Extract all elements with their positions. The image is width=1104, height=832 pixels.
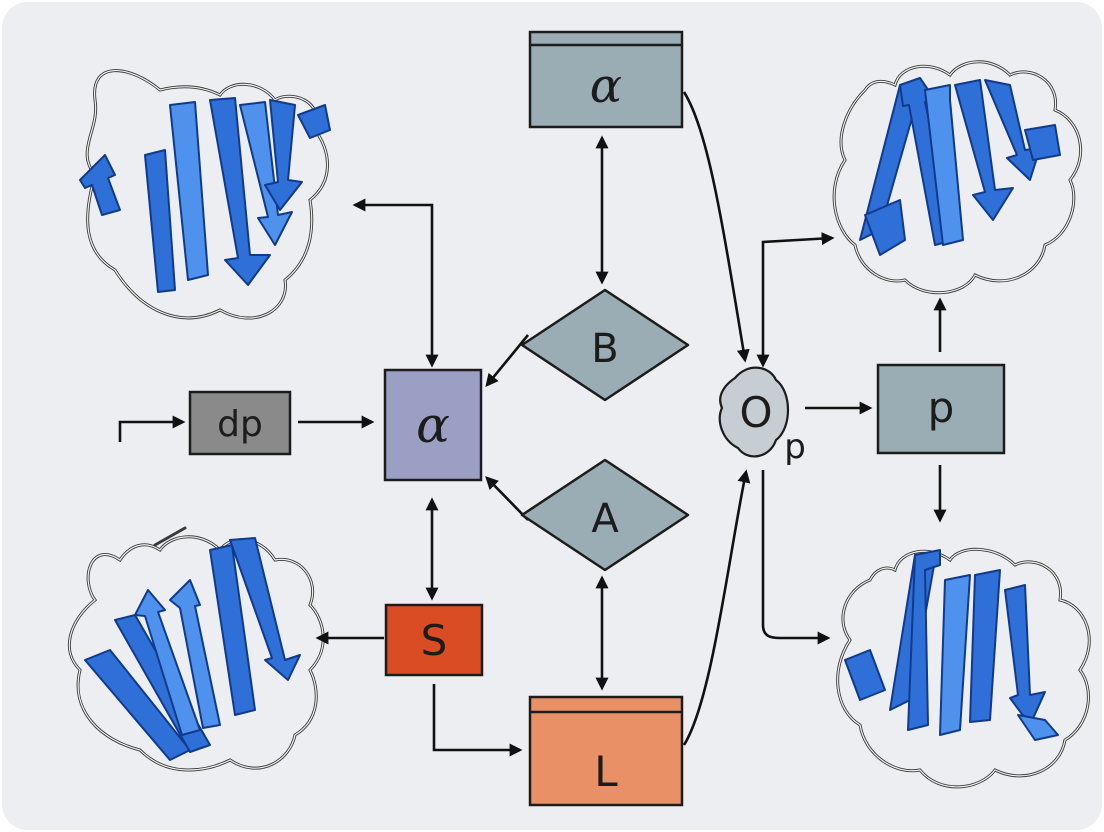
connector-op-protein-top-right <box>756 232 835 368</box>
node-dp: dp <box>188 390 292 456</box>
node-s: S <box>384 603 484 677</box>
connector-op-protein-bottom-right <box>761 470 831 645</box>
node-diamond-a-shape <box>520 458 690 572</box>
connector-s-l <box>432 684 523 757</box>
node-dp-box <box>188 390 292 456</box>
node-p-label: p <box>928 383 955 432</box>
node-diamond-a-label: A <box>591 496 619 542</box>
node-dp-label: dp <box>217 404 263 445</box>
connector-alpha-top-op <box>682 91 750 363</box>
connector-entry-dp <box>118 415 186 442</box>
node-diamond-b: B <box>520 288 690 402</box>
node-s-box <box>384 603 484 677</box>
node-op: O p <box>718 366 806 467</box>
connector-l-op <box>682 469 751 746</box>
node-op-p-label: p <box>784 427 806 467</box>
protein-beta-sheet-icon <box>836 547 1091 789</box>
protein-beta-sheet-icon <box>832 60 1083 295</box>
protein-beta-sheet-icon <box>67 526 325 772</box>
node-alpha-top: α <box>528 30 684 129</box>
node-diamond-a: A <box>520 458 690 572</box>
connector-alpha-to-protein-top-left <box>352 198 439 368</box>
node-l-box <box>528 695 684 807</box>
protein-beta-sheet-icon <box>79 69 331 320</box>
node-alpha-center-label: α <box>416 396 450 454</box>
node-diamond-b-label: B <box>591 326 618 372</box>
node-l: L <box>528 695 684 807</box>
node-diamond-b-shape <box>520 288 690 402</box>
node-p-box <box>876 363 1006 455</box>
node-op-o-label: O <box>739 388 772 437</box>
node-alpha-center-box <box>383 368 483 482</box>
node-p: p <box>876 363 1006 455</box>
connector-b-alpha <box>485 334 530 388</box>
node-alpha-top-box <box>528 30 684 129</box>
node-s-label: S <box>421 616 448 665</box>
connector-a-alpha <box>485 476 529 521</box>
node-alpha-center: α <box>383 368 483 482</box>
node-op-shape <box>718 366 789 458</box>
node-alpha-top-label: α <box>590 58 622 114</box>
node-l-label: L <box>594 747 618 796</box>
